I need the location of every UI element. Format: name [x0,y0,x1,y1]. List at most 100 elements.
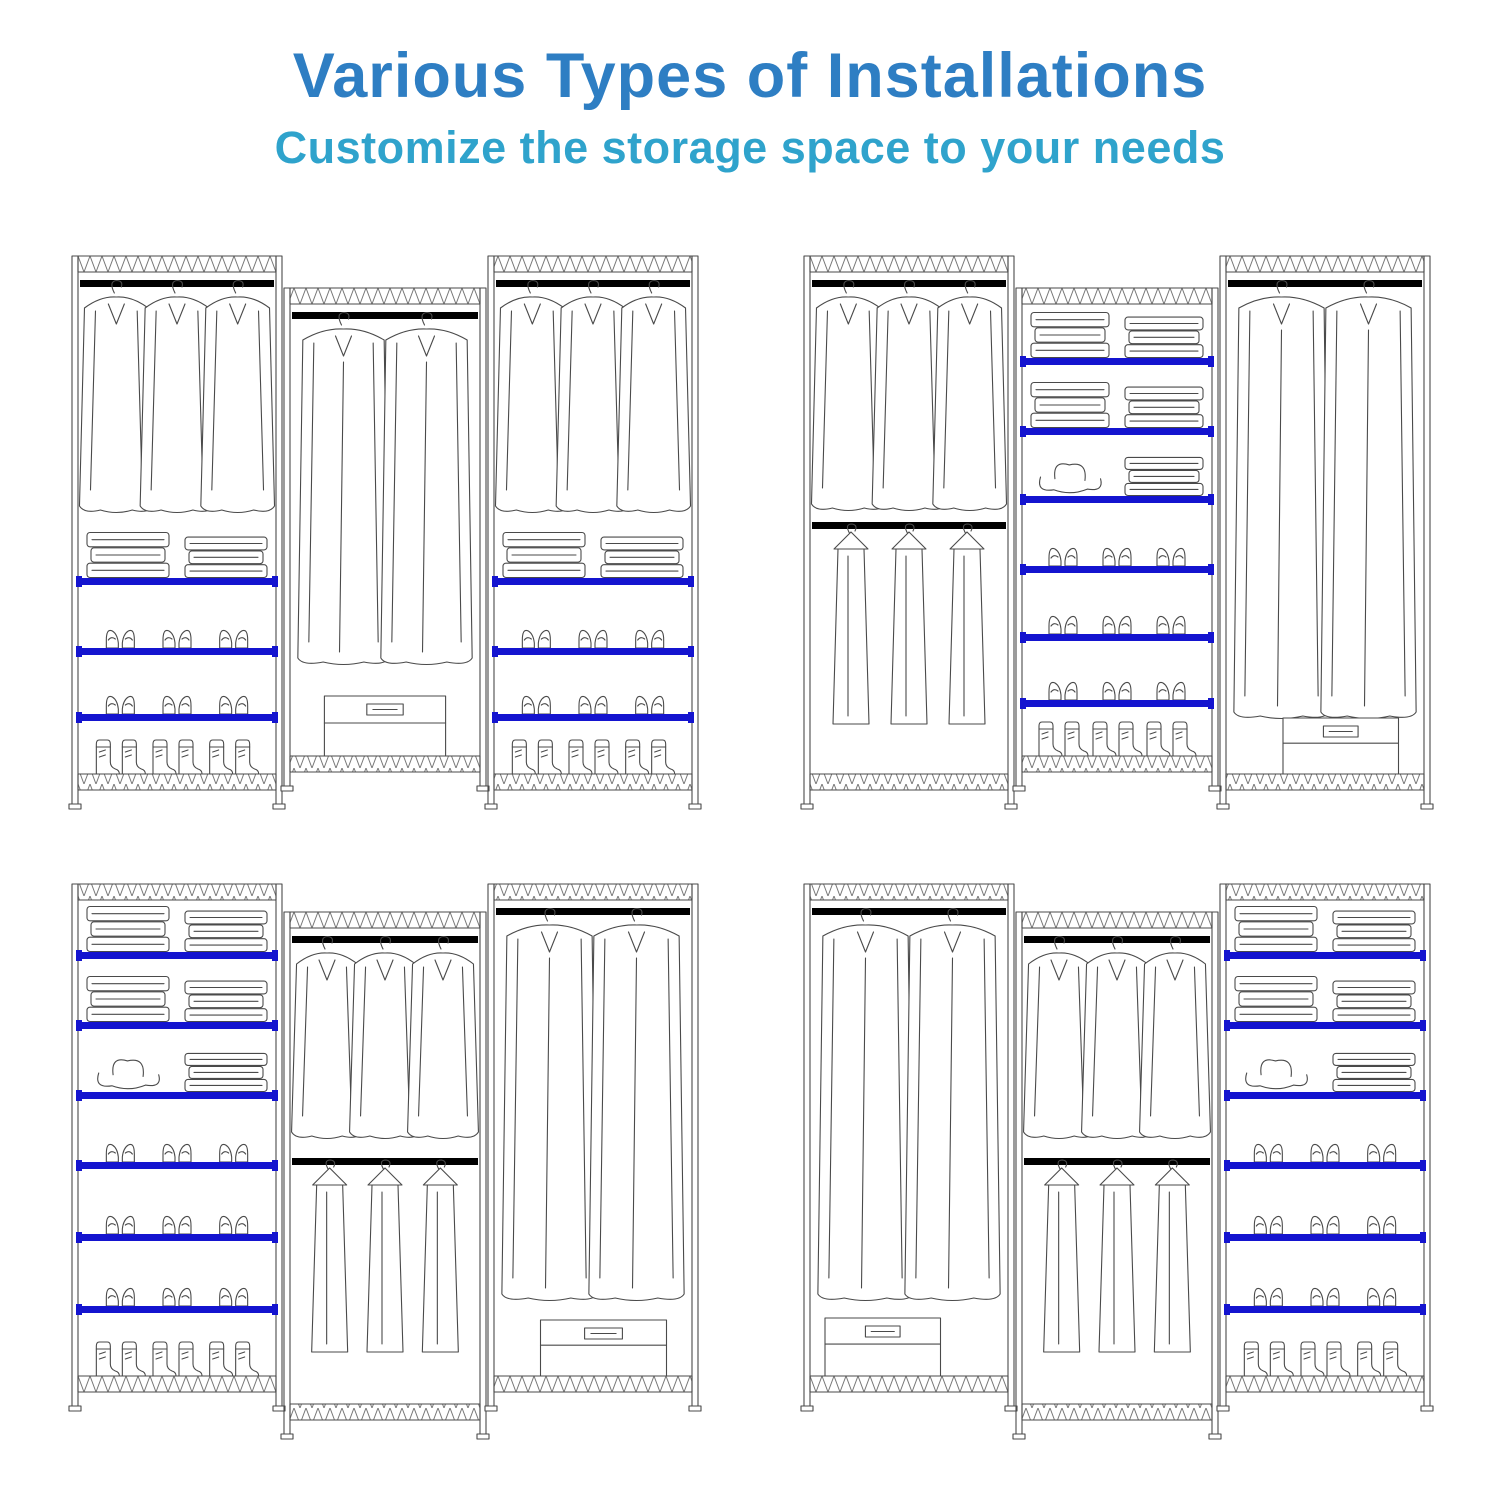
wardrobe-frame [484,255,702,810]
hanging-rod [1024,1158,1210,1165]
shoes-row [105,695,249,715]
wardrobe-column [1012,911,1222,1440]
header: Various Types of Installations Customize… [0,40,1500,174]
wardrobe-frame [800,883,1018,1412]
shoes-row [1253,1143,1397,1163]
wardrobe-column [1216,883,1434,1412]
long-garments [297,311,473,666]
shelf [76,1304,278,1315]
installation-panel-4 [800,883,1434,1440]
wardrobe-frame [1012,911,1222,1440]
shelf [492,646,694,657]
wardrobe-column [280,287,490,792]
shelf [1224,1160,1426,1171]
installation-panel-3 [68,883,702,1440]
shelf [1224,1232,1426,1243]
wardrobe-column [484,255,702,810]
long-garments [817,907,1001,1302]
hat-and-folded-clothes [97,1052,268,1093]
boots-row [95,739,260,775]
wardrobe-frame [1216,883,1434,1412]
storage-drawer [1282,717,1400,775]
storage-drawer [539,1319,668,1377]
wardrobe-column [484,883,702,1412]
shelf [1020,494,1214,505]
folded-clothes [1234,905,1416,953]
hat-and-folded-clothes [1245,1052,1416,1093]
folded-clothes [1030,381,1204,429]
folded-clothes [1030,311,1204,359]
wardrobe-column [1216,255,1434,810]
hanging-coats [494,279,692,514]
shelf [76,646,278,657]
hanging-rod [292,1158,478,1165]
hanging-coats [1023,935,1211,1140]
wardrobe-column [1012,287,1222,792]
shoes-row [521,695,665,715]
wardrobe-frame [68,883,286,1412]
boots-row [1243,1341,1408,1377]
folded-clothes [86,905,268,953]
storage-drawer [323,695,447,757]
hanging-garments [311,1159,459,1353]
wardrobe-column [800,255,1018,810]
page-subtitle: Customize the storage space to your need… [274,122,1226,173]
hanging-rod [812,280,1006,287]
hanging-rod [292,312,478,319]
shelf [76,1090,278,1101]
wardrobe-frame [800,255,1018,810]
wardrobe-column [68,883,286,1412]
hanging-coats [810,279,1008,512]
shelf [76,1232,278,1243]
boots-row [95,1341,260,1377]
shelf [1224,950,1426,961]
wardrobe-column [280,911,490,1440]
shelf [1224,1090,1426,1101]
wardrobe-frame [1012,287,1222,792]
shoes-row [521,629,665,649]
shelf [1224,1304,1426,1315]
shelf [76,712,278,723]
shelf [1020,426,1214,437]
long-garments [501,907,685,1302]
wardrobe-column [68,255,286,810]
shoes-row [1253,1215,1397,1235]
shelf [492,576,694,587]
hanging-rod [496,280,690,287]
hanging-rod [80,280,274,287]
hanging-rod [1228,280,1422,287]
hanging-rod [812,908,1006,915]
wardrobe-frame [280,287,490,792]
wardrobe-frame [280,911,490,1440]
shelf [76,950,278,961]
shelf [1020,632,1214,643]
hanging-rod [292,936,478,943]
storage-drawer [824,1317,942,1377]
installation-panel-1 [68,255,702,810]
hanging-garments [1043,1159,1191,1353]
folded-clothes [502,531,684,579]
wardrobe-frame [68,255,286,810]
shelf [1020,564,1214,575]
boots-row [511,739,676,775]
page-title: Various Types of Installations [292,41,1208,111]
long-garments [1233,279,1417,720]
installation-panel-2 [800,255,1434,810]
folded-clothes [1234,975,1416,1023]
shoes-row [1253,1287,1397,1307]
hanging-rod [496,908,690,915]
shelf [1020,698,1214,709]
shelf [492,712,694,723]
wardrobe-column [800,883,1018,1412]
shoes-row [105,1143,249,1163]
hanging-rod [1024,936,1210,943]
shoes-row [1048,615,1186,635]
folded-clothes [86,531,268,579]
shelf [76,1160,278,1171]
boots-row [1038,721,1197,757]
shelf [76,1020,278,1031]
shelf [1224,1020,1426,1031]
hanging-coats [78,279,276,514]
shoes-row [105,1215,249,1235]
